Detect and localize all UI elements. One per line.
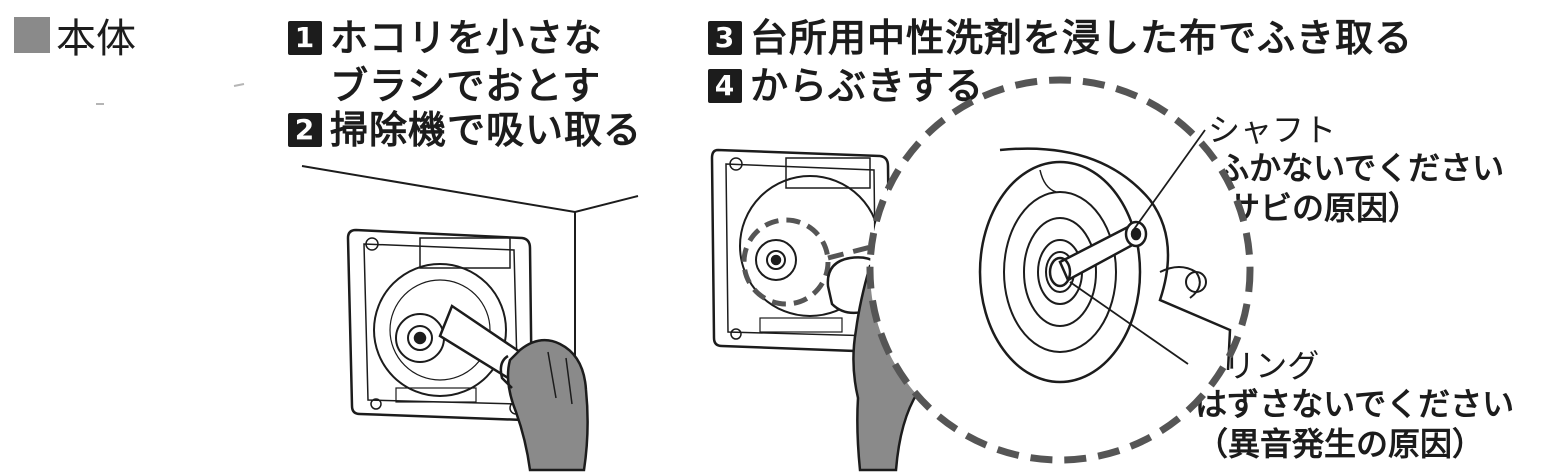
dashed-marker-large xyxy=(866,76,1254,464)
oring-leader-line xyxy=(1069,281,1189,365)
dashed-marker-small xyxy=(741,217,831,307)
glove-hand-left xyxy=(499,338,589,472)
step-number-4: 4 xyxy=(708,69,742,103)
oring-note: ※はずさないでください xyxy=(1164,385,1515,423)
zoom-view xyxy=(866,76,1254,464)
shaft-note: ※ふかないでください xyxy=(1186,149,1505,187)
step-1: 1 ホコリを小さな ブラシでおとす xyxy=(288,14,603,110)
step-2-line-1: 掃除機で吸い取る xyxy=(330,108,643,152)
section-title: 本体 xyxy=(14,6,136,64)
step-number-3: 3 xyxy=(708,21,742,55)
step-4: 4 からぶきする xyxy=(708,62,984,110)
vent-unit-left xyxy=(346,228,534,422)
o-ring xyxy=(1048,256,1072,288)
section-square-marker xyxy=(14,17,50,53)
shaft-leader-line xyxy=(1131,129,1206,233)
step-2: 2 掃除機で吸い取る xyxy=(288,106,642,154)
step-3-line-1: 台所用中性洗剤を浸した布でふき取る xyxy=(750,16,1414,60)
step-1-line-2: ブラシでおとす xyxy=(330,64,602,108)
shaft-label: シャフト xyxy=(1208,111,1337,149)
scan-artifact-marks xyxy=(96,83,245,105)
step-1-line-1: ホコリを小さな xyxy=(330,16,604,60)
section-title-text: 本体 xyxy=(56,16,136,62)
step-number-1: 1 xyxy=(288,21,322,55)
step-number-2: 2 xyxy=(288,113,322,147)
step-4-line-1: からぶきする xyxy=(750,64,985,108)
shaft xyxy=(1058,220,1148,282)
step-3: 3 台所用中性洗剤を浸した布でふき取る xyxy=(708,14,1413,62)
oring-reason: （異音発生の原因） xyxy=(1196,425,1485,463)
